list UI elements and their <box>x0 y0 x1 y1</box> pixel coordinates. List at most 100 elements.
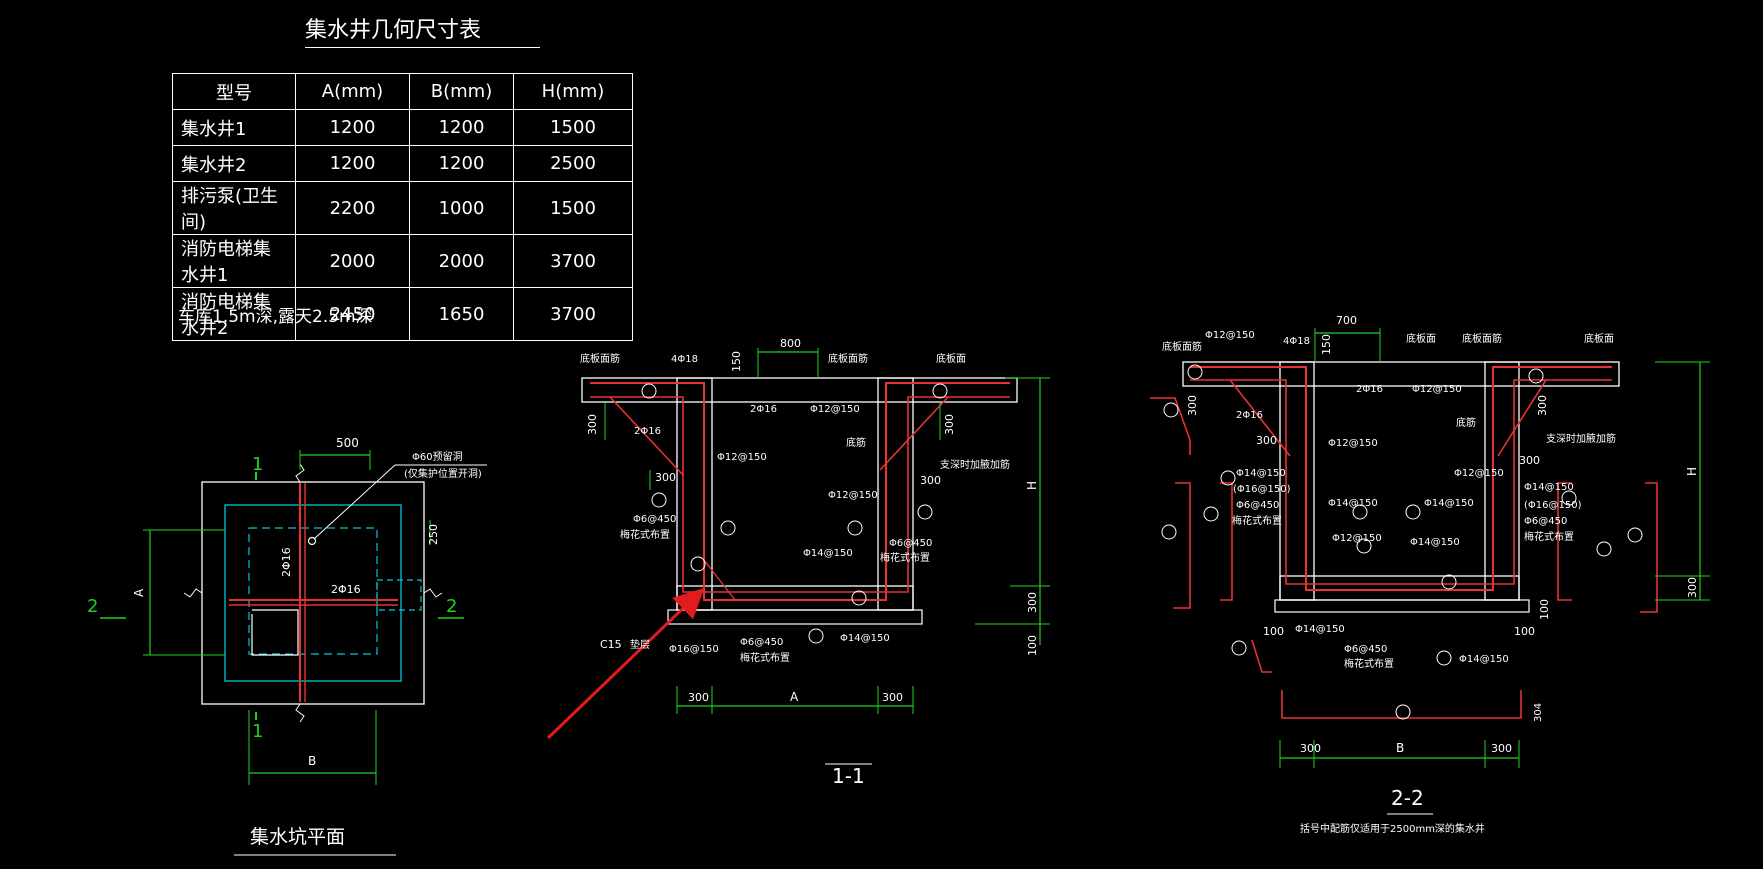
s1-r6-450a: Φ6@450 <box>633 514 676 525</box>
plan-sump-box <box>251 609 299 656</box>
s2-callout-7a <box>1561 490 1577 506</box>
break-mark-bottom <box>295 703 305 723</box>
s2-slab-face1: 底板面 <box>1406 332 1436 345</box>
s2-callout-6b <box>1161 524 1177 540</box>
plan-dim-500: 500 <box>336 436 359 450</box>
cell-model: 集水井2 <box>172 145 296 182</box>
cell-model: 消防电梯集水井1 <box>172 234 296 288</box>
s2-callout-5a <box>1436 650 1452 666</box>
s1-plum1: 梅花式布置 <box>620 528 670 541</box>
cell-model: 排污泵(卫生间) <box>172 181 296 235</box>
s2-title: 2-2 <box>1391 786 1424 810</box>
plan-section-1-top: 1 <box>252 454 263 475</box>
header-h: H(mm) <box>513 73 633 110</box>
s2-bottom-slab <box>1279 575 1520 601</box>
dimension-table: 型号 A(mm) B(mm) H(mm) 集水井1 1200 1200 1500… <box>172 73 633 341</box>
break-mark-right <box>423 588 443 598</box>
s2-callout-4 <box>1220 470 1236 486</box>
plan-title: 集水坑平面 <box>250 826 345 848</box>
s1-r6-450b: Φ6@450 <box>889 538 932 549</box>
cell-a: 1200 <box>295 109 410 146</box>
s1-rebar-inner <box>590 396 1010 593</box>
s2-d100c: 100 <box>1538 599 1551 620</box>
s2-r14-150b: Φ14@150 <box>1328 498 1378 509</box>
plan-view <box>100 450 487 856</box>
plan-section-1-bottom: 1 <box>252 721 263 742</box>
s2-plum2: 梅花式布置 <box>1524 530 1574 543</box>
break-mark-left <box>183 588 203 598</box>
s2-ext-rebar-7-right <box>1557 482 1572 601</box>
s1-r216b: 2Φ16 <box>750 404 777 415</box>
s2-d300b: 300 <box>1256 434 1277 447</box>
s2-r14-150f: Φ14@150 <box>1295 624 1345 635</box>
callout-circle-1a <box>641 383 657 399</box>
s1-c15: C15 <box>600 638 622 651</box>
s1-bottom-bar: 底筋 <box>846 436 866 449</box>
s2-r16-150b: (Φ16@150) <box>1524 500 1582 511</box>
callout-circle-5 <box>808 628 824 644</box>
plan-inner-outline <box>224 504 402 682</box>
s2-ext-rebar-6-left <box>1173 482 1191 609</box>
s2-callout-1b <box>1528 368 1544 384</box>
s2-ext-rebar-1 <box>1150 397 1191 455</box>
s2-r14-150e: Φ14@150 <box>1524 482 1574 493</box>
s2-r16-150a: (Φ16@150) <box>1233 484 1291 495</box>
s2-r418: 4Φ18 <box>1283 336 1310 347</box>
pipe-hole-icon <box>307 536 317 546</box>
table-row: 排污泵(卫生间) 2200 1000 1500 <box>172 181 633 235</box>
s1-haunch: 支深时加腋加筋 <box>940 458 1010 471</box>
s2-d300f: 300 <box>1491 742 1512 755</box>
callout-circle-3 <box>851 590 867 606</box>
s2-r12-150a: Φ12@150 <box>1205 330 1255 341</box>
s2-d700: 700 <box>1336 314 1357 327</box>
cell-h: 3700 <box>513 287 633 341</box>
s1-slab-face2: 底板面筋 <box>828 352 868 365</box>
s2-r12-150c: Φ12@150 <box>1328 438 1378 449</box>
s1-da: A <box>790 690 799 704</box>
callout-circle-1c <box>720 520 736 536</box>
table-row: 消防电梯集水井2 2450 1650 3700 <box>172 287 633 341</box>
plan-dim-a: A <box>132 588 146 597</box>
s2-callout-7b <box>1627 527 1643 543</box>
s1-d300-right-bottom: 300 <box>882 691 903 704</box>
plan-notch <box>376 579 422 611</box>
s2-ext-rebar-6-right <box>1640 482 1658 613</box>
table-title: 集水井几何尺寸表 <box>305 18 482 43</box>
s1-cushion-label: 垫层 <box>630 638 650 651</box>
table-row: 消防电梯集水井1 2000 2000 3700 <box>172 234 633 288</box>
s1-d100: 100 <box>1026 635 1039 656</box>
s2-callout-5b <box>1395 704 1411 720</box>
s2-r6-450b: Φ6@450 <box>1524 516 1567 527</box>
s2-r14-150a: Φ14@150 <box>1236 468 1286 479</box>
s1-r12-150c: Φ12@150 <box>828 490 878 501</box>
s2-left-wall <box>1279 361 1315 601</box>
s1-d300c: 300 <box>943 414 956 435</box>
drawing-labels: 500 A B 250 2Φ16 2Φ16 Φ60预留洞 (仅集护位置开洞) 1… <box>87 314 1699 848</box>
s2-r14-150d: Φ14@150 <box>1410 537 1460 548</box>
s2-r216b: 2Φ16 <box>1356 384 1383 395</box>
s1-r418: 4Φ18 <box>671 354 698 365</box>
s2-callout-2a <box>1356 538 1372 554</box>
cell-h: 1500 <box>513 109 633 146</box>
s2-d300e: 300 <box>1300 742 1321 755</box>
plan-pipe-note1: Φ60预留洞 <box>412 450 463 463</box>
s2-callout-2c <box>1231 640 1247 656</box>
annotation-arrow <box>546 587 705 740</box>
cell-a: 1200 <box>295 145 410 182</box>
s1-d300-left-bottom: 300 <box>688 691 709 704</box>
s2-callout-6a <box>1405 504 1421 520</box>
s2-db: B <box>1396 741 1404 755</box>
s2-d300c: 300 <box>1536 395 1549 416</box>
s2-ext-rebar-2 <box>1251 639 1272 673</box>
s2-r12-150d: Φ12@150 <box>1454 468 1504 479</box>
s1-haunch-left <box>609 396 684 476</box>
s2-callout-3a <box>1352 504 1368 520</box>
table-row: 集水井1 1200 1200 1500 <box>172 109 633 146</box>
s1-r12-150a: Φ12@150 <box>810 404 860 415</box>
cell-model: 消防电梯集水井2 <box>172 287 296 341</box>
s1-r12-150b: Φ12@150 <box>717 452 767 463</box>
s2-r12-150e: Φ12@150 <box>1332 533 1382 544</box>
table-note: 车库1.5m深,露天2.5m深 <box>178 307 373 327</box>
s2-d300a: 300 <box>1186 395 1199 416</box>
